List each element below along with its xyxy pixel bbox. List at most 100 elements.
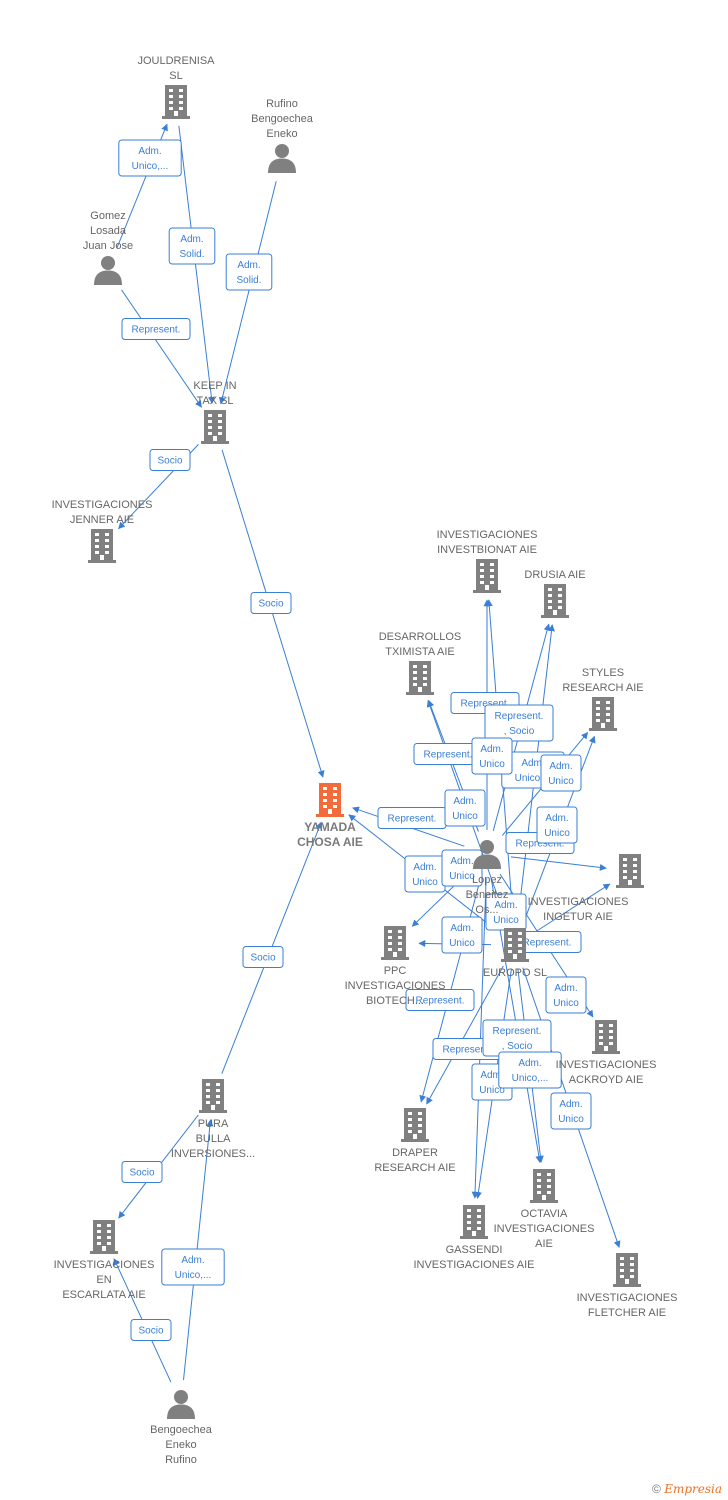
- edge-label[interactable]: Adm. Unico,...: [498, 1051, 562, 1089]
- edge-label-text: Socio: [138, 1326, 163, 1337]
- edge-label[interactable]: Adm.Unico: [485, 893, 527, 931]
- edge-label-text: Adm.: [494, 900, 517, 911]
- edge-label-text: Adm.: [413, 862, 436, 873]
- edge-label[interactable]: Adm.Unico: [441, 916, 483, 954]
- edge-label-text: Unico: [548, 776, 574, 787]
- edge-label-box: [242, 946, 284, 968]
- node-label: BULLA: [196, 1133, 232, 1145]
- node-label: INVESTIGACIONES: [556, 1059, 657, 1071]
- edge-label[interactable]: Adm. Unico: [550, 1092, 592, 1130]
- edge-label[interactable]: Socio: [149, 449, 191, 471]
- edge-label[interactable]: Adm.Unico: [444, 789, 486, 827]
- edge-label-box: [121, 1161, 163, 1183]
- edge-label-text: Adm.: [180, 234, 203, 245]
- node-label: TXIMISTA AIE: [385, 646, 454, 658]
- node-label: INVESTIGACIONES: [345, 980, 446, 992]
- edge-label-box: [471, 737, 513, 775]
- edge-label-text: Adm.: [480, 744, 503, 755]
- node-ingetur[interactable]: INVESTIGACIONES INGETUR AIE: [528, 854, 644, 923]
- edge-label[interactable]: Socio: [242, 946, 284, 968]
- copyright-symbol: ©: [652, 1482, 661, 1496]
- edge-label-text: Unico,...: [512, 1073, 549, 1084]
- node-label: STYLES: [582, 667, 624, 679]
- empresia-logo[interactable]: Empresia: [664, 1482, 722, 1496]
- edge-label-text: Represent.: [443, 1045, 492, 1056]
- node-label: GASSENDI: [446, 1244, 503, 1256]
- edge-label[interactable]: Adm.Solid.: [168, 227, 216, 265]
- node-label: Gomez: [90, 210, 125, 222]
- edge-label[interactable]: Represent., Socio: [484, 704, 554, 742]
- edge-label-text: Adm.: [237, 260, 260, 271]
- node-label: ESCARLATA AIE: [62, 1289, 145, 1301]
- edge-label[interactable]: Adm.Unico: [404, 855, 446, 893]
- node-europo[interactable]: EUROPO SL: [483, 928, 547, 979]
- edge-label[interactable]: Adm.Solid.: [225, 253, 273, 291]
- edge-label-text: Unico: [558, 1114, 584, 1125]
- edge-label[interactable]: Represent.: [377, 807, 447, 829]
- node-label: Bengoechea: [150, 1424, 213, 1436]
- edge-label[interactable]: Socio: [130, 1319, 172, 1341]
- node-drusia[interactable]: DRUSIA AIE: [524, 569, 586, 618]
- edge-label-box: [405, 989, 475, 1011]
- edge-label-text: Unico: [553, 998, 579, 1009]
- node-ppc[interactable]: PPCINVESTIGACIONESBIOTECH...: [345, 926, 446, 1007]
- building-icon: [381, 926, 409, 960]
- edge-label[interactable]: Socio: [121, 1161, 163, 1183]
- node-label: SL: [169, 70, 182, 82]
- edge-label[interactable]: Adm.Unico,...: [161, 1248, 225, 1286]
- node-label: OCTAVIA: [521, 1208, 568, 1220]
- edge-label-text: , Socio: [502, 1041, 533, 1052]
- edge-label[interactable]: Adm.Unico: [540, 754, 582, 792]
- node-label: Losada: [90, 225, 127, 237]
- edge-label[interactable]: Represent. , Socio: [482, 1019, 552, 1057]
- node-label: INGETUR AIE: [543, 911, 613, 923]
- edge-label-text: Adm.: [518, 1058, 541, 1069]
- edge-label-text: Adm.: [559, 1099, 582, 1110]
- edge-label[interactable]: Adm.Unico: [536, 806, 578, 844]
- node-pura[interactable]: PURABULLAINVERSIONES...: [171, 1079, 255, 1160]
- edge-label[interactable]: Socio: [250, 592, 292, 614]
- edge-label-text: Socio: [250, 953, 275, 964]
- edge-label-text: Represent.: [424, 750, 473, 761]
- edge-label-box: [121, 318, 191, 340]
- edge-label[interactable]: Adm.Unico,...: [118, 139, 182, 177]
- edge-label-text: Unico: [479, 1085, 505, 1096]
- edge-label-text: Adm.: [138, 146, 161, 157]
- building-icon: [201, 410, 229, 444]
- node-label: INVESTIGACIONES: [54, 1259, 155, 1271]
- edge-label[interactable]: Adm.Unico: [545, 976, 587, 1014]
- edge-label[interactable]: Adm.Unico: [441, 849, 483, 887]
- edge-label[interactable]: Represent.: [121, 318, 191, 340]
- edge-label-box: [130, 1319, 172, 1341]
- node-label: INVESTIGACIONES: [528, 896, 629, 908]
- node-lopez[interactable]: LopezBeneitezOs...: [466, 840, 509, 916]
- edge-label-text: Adm.: [450, 923, 473, 934]
- node-label: Os...: [475, 904, 498, 916]
- edge-label[interactable]: Adm.Unico: [471, 737, 513, 775]
- building-icon: [162, 85, 190, 119]
- edge-label-text: Represent.: [132, 325, 181, 336]
- node-label: Eneko: [266, 128, 297, 140]
- node-label: Lopez: [472, 874, 502, 886]
- edge-label-text: Represent.: [493, 1026, 542, 1037]
- building-icon: [592, 1020, 620, 1054]
- edge-label[interactable]: Represent.: [405, 989, 475, 1011]
- edge-label-box: [540, 754, 582, 792]
